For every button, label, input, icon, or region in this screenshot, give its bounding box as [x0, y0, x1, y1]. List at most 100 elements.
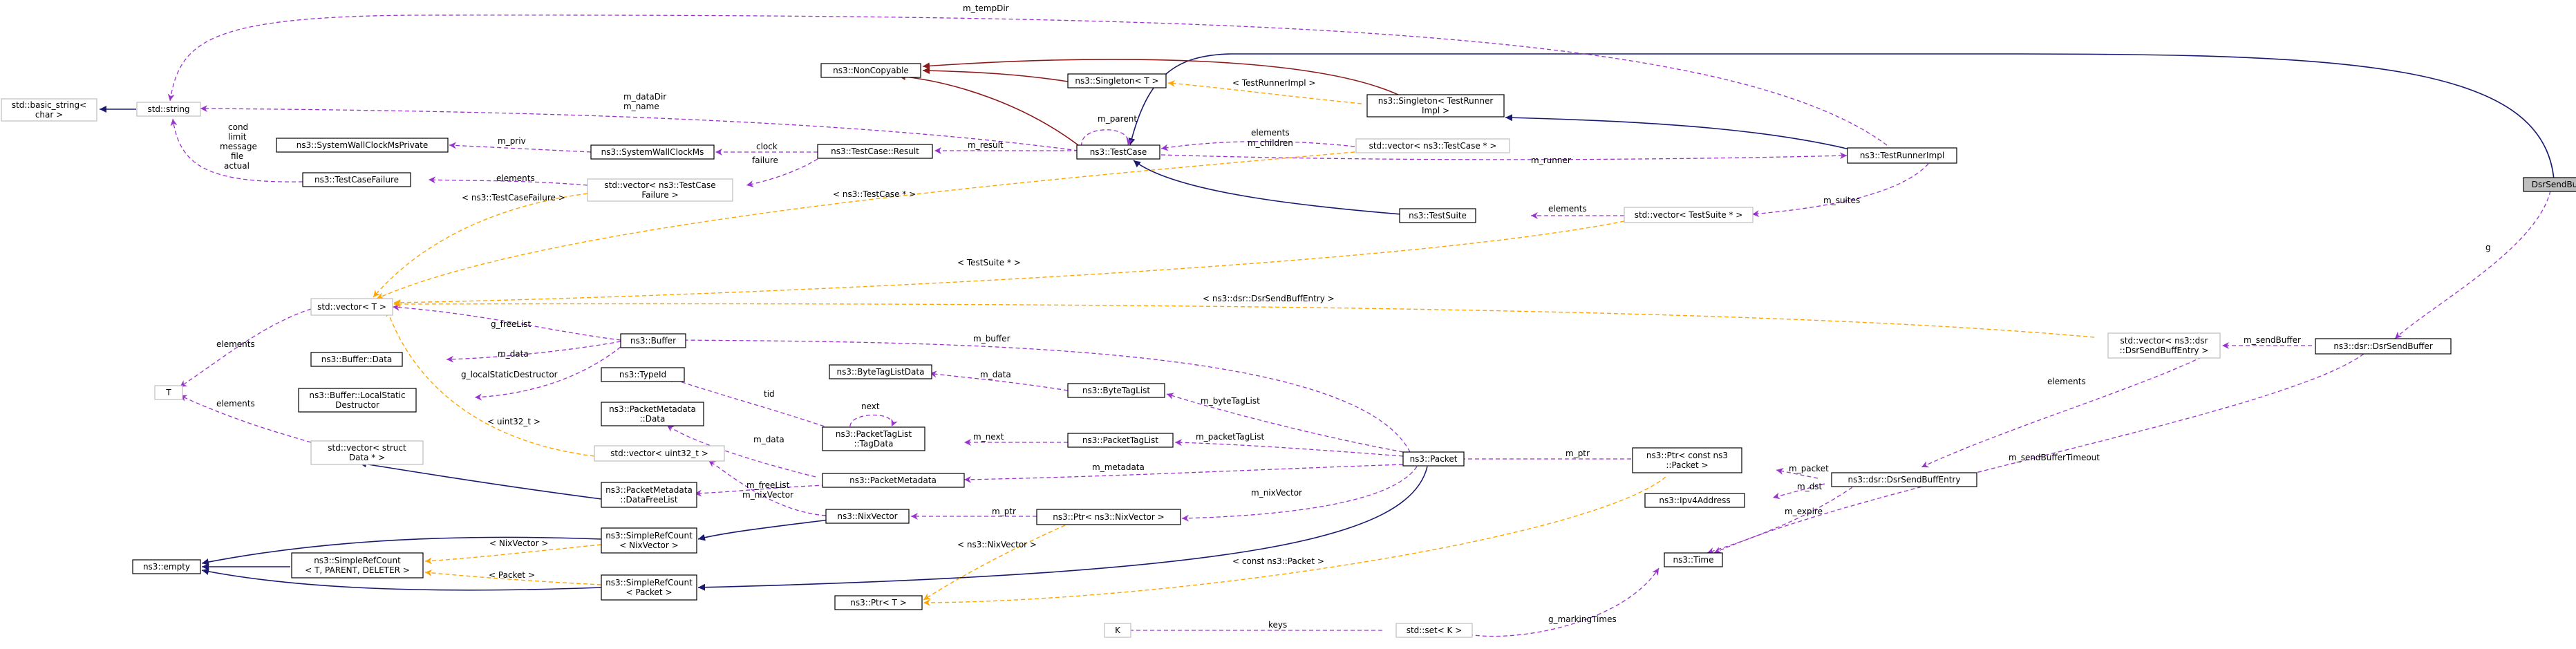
- class-node-testcase[interactable]: ns3::TestCase: [1076, 144, 1160, 160]
- edge-use-bytetaglist: [1166, 393, 1404, 453]
- edge-tpl-nix-ptrt: [923, 522, 1072, 601]
- class-node-syswallclock[interactable]: ns3::SystemWallClockMs: [590, 144, 715, 160]
- class-node-testcase-result[interactable]: ns3::TestCase::Result: [817, 144, 933, 159]
- class-node-label: Data * >: [349, 453, 385, 462]
- class-node-label: ns3::PacketTagList: [836, 429, 912, 439]
- class-node-time[interactable]: ns3::Time: [1664, 552, 1723, 567]
- class-node-packetmetadata-data[interactable]: ns3::PacketMetadata::Data: [601, 402, 704, 426]
- class-node-vector-testcase-ptr[interactable]: std::vector< ns3::TestCase * >: [1355, 138, 1510, 153]
- label-failure-elements: elements: [496, 173, 535, 183]
- edge-inherit-packet-srcpacket: [697, 466, 1428, 591]
- class-node-label: ns3::NixVector: [837, 511, 897, 521]
- class-node-label: ns3::SimpleRefCount: [314, 556, 401, 565]
- edge-use-mpacket: [1776, 468, 1818, 479]
- edge-use-testcasefailure-string: [170, 118, 303, 182]
- class-node-simplerefcount-generic[interactable]: ns3::SimpleRefCount< T, PARENT, DELETER …: [291, 552, 424, 579]
- label-next: next: [861, 402, 880, 411]
- class-node-singleton-testrunner[interactable]: ns3::Singleton< TestRunnerImpl >: [1366, 94, 1505, 117]
- class-node-basic-string[interactable]: std::basic_string<char >: [1, 98, 97, 122]
- class-node-label: Failure >: [641, 190, 678, 200]
- class-node-testrunnerimpl[interactable]: ns3::TestRunnerImpl: [1847, 147, 1957, 164]
- class-node-packet[interactable]: ns3::Packet: [1402, 451, 1465, 467]
- class-node-vector-t[interactable]: std::vector< T >: [310, 298, 393, 316]
- label-message: message: [220, 142, 257, 151]
- label-cond: cond: [228, 122, 248, 132]
- class-node-set-k[interactable]: std::set< K >: [1395, 623, 1473, 638]
- class-node-dsrsendbufftest[interactable]: DsrSendBuffTest: [2523, 177, 2576, 192]
- class-node-dsrsendbuffentry[interactable]: ns3::dsr::DsrSendBuffEntry: [1831, 472, 1977, 487]
- class-node-singleton-t[interactable]: ns3::Singleton< T >: [1067, 73, 1167, 88]
- class-node-syswallclock-private[interactable]: ns3::SystemWallClockMsPrivate: [276, 138, 449, 153]
- label-m-children: m_children: [1248, 138, 1293, 148]
- class-node-bytetaglist[interactable]: ns3::ByteTagList: [1067, 383, 1165, 398]
- class-node-empty[interactable]: ns3::empty: [132, 559, 201, 574]
- class-node-label: ns3::PacketMetadata: [849, 476, 937, 485]
- label-failure: failure: [752, 156, 778, 165]
- label-vecstruct-elements: elements: [216, 399, 255, 408]
- edge-use-priv: [449, 142, 592, 153]
- edge-red-testcase-noncopyable: [898, 73, 1079, 146]
- class-node-string[interactable]: std::string: [136, 102, 201, 117]
- class-node-packettaglist-tagdata[interactable]: ns3::PacketTagList::TagData: [822, 426, 925, 451]
- edge-use-packettaglist: [1174, 439, 1404, 457]
- class-node-k[interactable]: K: [1104, 623, 1131, 638]
- class-node-label: std::string: [147, 104, 189, 114]
- class-node-vector-testsuite[interactable]: std::vector< TestSuite * >: [1624, 207, 1754, 223]
- label-btl-m-data: m_data: [980, 370, 1011, 379]
- class-node-vector-dsrsendbuffentry[interactable]: std::vector< ns3::dsr::DsrSendBuffEntry …: [2107, 332, 2221, 359]
- class-node-nixvector[interactable]: ns3::NixVector: [825, 509, 910, 524]
- edge-use-buffer: [675, 337, 1411, 453]
- class-node-label: ns3::TestSuite: [1409, 211, 1467, 220]
- label-m-runner: m_runner: [1531, 156, 1571, 165]
- label-tpl-const-packet: < const ns3::Packet >: [1232, 556, 1324, 566]
- class-node-ptr-t[interactable]: ns3::Ptr< T >: [834, 595, 923, 610]
- class-node-ptr-nixvector[interactable]: ns3::Ptr< ns3::NixVector >: [1036, 509, 1181, 525]
- class-node-vector-failure[interactable]: std::vector< ns3::TestCaseFailure >: [587, 178, 733, 202]
- label-m-packet: m_packet: [1789, 464, 1829, 473]
- edge-inherit-srcnix-empty: [201, 536, 602, 565]
- class-node-label: ns3::SystemWallClockMs: [601, 147, 704, 157]
- edge-use-failure: [746, 158, 818, 187]
- edge-use-pm-freelist: [694, 485, 827, 497]
- class-node-label: std::vector< uint32_t >: [610, 449, 708, 458]
- edge-use-nixvector: [1181, 466, 1418, 522]
- class-node-noncopyable[interactable]: ns3::NonCopyable: [820, 63, 921, 78]
- class-node-vector-uint32[interactable]: std::vector< uint32_t >: [594, 445, 725, 462]
- class-node-simplerefcount-packet[interactable]: ns3::SimpleRefCount< Packet >: [601, 574, 697, 601]
- class-node-typeid[interactable]: ns3::TypeId: [601, 367, 685, 382]
- class-node-label: ns3::Time: [1673, 555, 1714, 565]
- class-node-ipv4address[interactable]: ns3::Ipv4Address: [1644, 493, 1745, 508]
- class-node-bytetaglistdata[interactable]: ns3::ByteTagListData: [829, 364, 932, 379]
- class-node-testsuite[interactable]: ns3::TestSuite: [1399, 208, 1476, 223]
- edge-use-children: [1160, 141, 1355, 151]
- label-tpl-nixvector-ptr: < ns3::NixVector >: [957, 540, 1037, 549]
- class-node-testcasefailure[interactable]: ns3::TestCaseFailure: [302, 172, 411, 187]
- class-node-label: ::Data: [640, 414, 666, 424]
- label-m-nixvector: m_nixVector: [1251, 488, 1302, 498]
- edge-red-singletonrunner-noncopyable: [922, 59, 1400, 96]
- edge-inherit-pmdfl-vecstruct: [359, 460, 602, 500]
- class-node-label: K: [1115, 626, 1121, 635]
- class-node-simplerefcount-nixvector[interactable]: ns3::SimpleRefCount< NixVector >: [601, 527, 697, 554]
- class-node-packetmetadata[interactable]: ns3::PacketMetadata: [822, 473, 965, 488]
- class-node-buffer-data[interactable]: ns3::Buffer::Data: [310, 352, 403, 367]
- label-m-buffer: m_buffer: [973, 334, 1010, 344]
- label-g-markingtimes: g_markingTimes: [1548, 614, 1617, 624]
- class-node-packettaglist[interactable]: ns3::PacketTagList: [1067, 433, 1174, 448]
- class-node-ptr-const-packet[interactable]: ns3::Ptr< const ns3::Packet >: [1632, 447, 1742, 473]
- label-m-next: m_next: [973, 432, 1004, 442]
- class-node-label: Impl >: [1422, 106, 1449, 115]
- label-suite-elements: elements: [1548, 204, 1587, 214]
- label-clock: clock: [756, 142, 778, 151]
- label-g: g: [2485, 243, 2491, 252]
- class-node-label: ns3::Buffer::Data: [321, 355, 393, 364]
- class-node-t[interactable]: T: [154, 385, 183, 400]
- class-node-dsrsendbuffer[interactable]: ns3::dsr::DsrSendBuffer: [2315, 338, 2452, 355]
- edge-labels: m_tempDir m_dataDir m_name m_parent cond…: [216, 3, 2491, 630]
- class-node-label: Destructor: [335, 400, 379, 410]
- class-node-label: ns3::NonCopyable: [833, 66, 909, 75]
- class-node-buffer[interactable]: ns3::Buffer: [620, 333, 686, 348]
- class-node-packetmetadata-datafreelist[interactable]: ns3::PacketMetadata::DataFreeList: [601, 482, 697, 508]
